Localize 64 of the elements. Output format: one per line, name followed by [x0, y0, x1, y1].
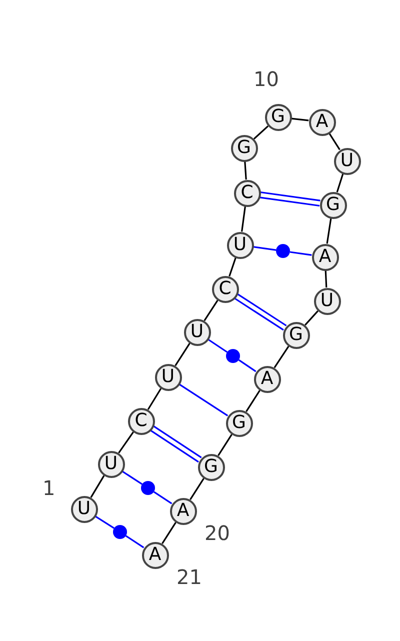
nucleotide-circle: U: [184, 318, 210, 346]
base-pair-line: [260, 196, 320, 207]
backbone-line: [118, 432, 134, 454]
nucleotide-circle: A: [312, 244, 338, 270]
backbone-line: [244, 161, 247, 180]
base-pair-line: [125, 535, 144, 548]
nucleotide-circle: C: [234, 180, 260, 206]
nucleotide-circle: A: [254, 366, 280, 392]
base-pair-line: [253, 246, 276, 251]
position-number: 1: [42, 478, 56, 498]
backbone-line: [162, 522, 176, 544]
backbone-line: [174, 342, 190, 366]
backbone-line: [253, 126, 269, 140]
base-pair-line: [237, 293, 287, 326]
position-number: 10: [254, 69, 279, 89]
backbone-line: [218, 434, 232, 456]
nucleotide-circle: U: [226, 232, 254, 258]
pair-dot: [276, 244, 290, 258]
base-pair-line: [290, 251, 312, 256]
base-pair-line: [94, 516, 115, 529]
backbone-line: [147, 388, 162, 410]
backbone-line: [291, 118, 309, 122]
nucleotide-circle: A: [170, 498, 196, 524]
nucleotide-circle: G: [230, 134, 258, 162]
backbone-line: [90, 475, 105, 498]
base-pair-line: [234, 298, 284, 331]
base-pair-line: [178, 384, 228, 416]
pair-dot: [113, 525, 127, 539]
nucleotide-circle: G: [320, 192, 346, 218]
backbone-line: [190, 478, 204, 500]
base-pair-line: [260, 191, 320, 202]
backbone-line: [336, 174, 344, 192]
backbone-line: [324, 270, 328, 288]
base-pair-line: [150, 430, 199, 463]
nucleotide-circle: U: [334, 148, 360, 174]
nucleotide-circle: C: [212, 276, 238, 302]
nucleotide-circle: A: [142, 542, 168, 568]
base-pair-line: [238, 359, 256, 372]
backbone-line: [274, 346, 290, 368]
nucleotide-circle: C: [128, 408, 154, 434]
backbone-line: [304, 310, 318, 326]
nucleotide-circle: G: [198, 454, 224, 480]
backbone-line: [326, 218, 332, 244]
nucleotide-circle: A: [308, 108, 336, 136]
pair-dot: [226, 349, 240, 363]
position-number: 21: [176, 567, 202, 587]
nucleotide-circle: U: [70, 496, 98, 522]
nucleotide-circle: G: [264, 104, 292, 130]
base-pair-line: [153, 425, 202, 458]
base-pair-line: [208, 338, 228, 353]
nucleotide-circle: G: [282, 322, 310, 348]
nucleotide-circle: G: [226, 410, 252, 436]
backbone-line: [241, 206, 246, 232]
backbone-line: [328, 132, 340, 150]
base-pair-line: [122, 470, 143, 485]
backbone-line: [204, 300, 218, 322]
pair-dot: [141, 481, 155, 495]
nucleotide-circle: U: [98, 450, 124, 478]
position-number: 20: [204, 523, 230, 543]
nucleotide-circle: U: [154, 364, 182, 390]
backbone-line: [246, 390, 260, 412]
base-pair-line: [153, 491, 172, 504]
backbone-line: [228, 258, 236, 276]
nucleotide-circle: U: [314, 288, 340, 314]
